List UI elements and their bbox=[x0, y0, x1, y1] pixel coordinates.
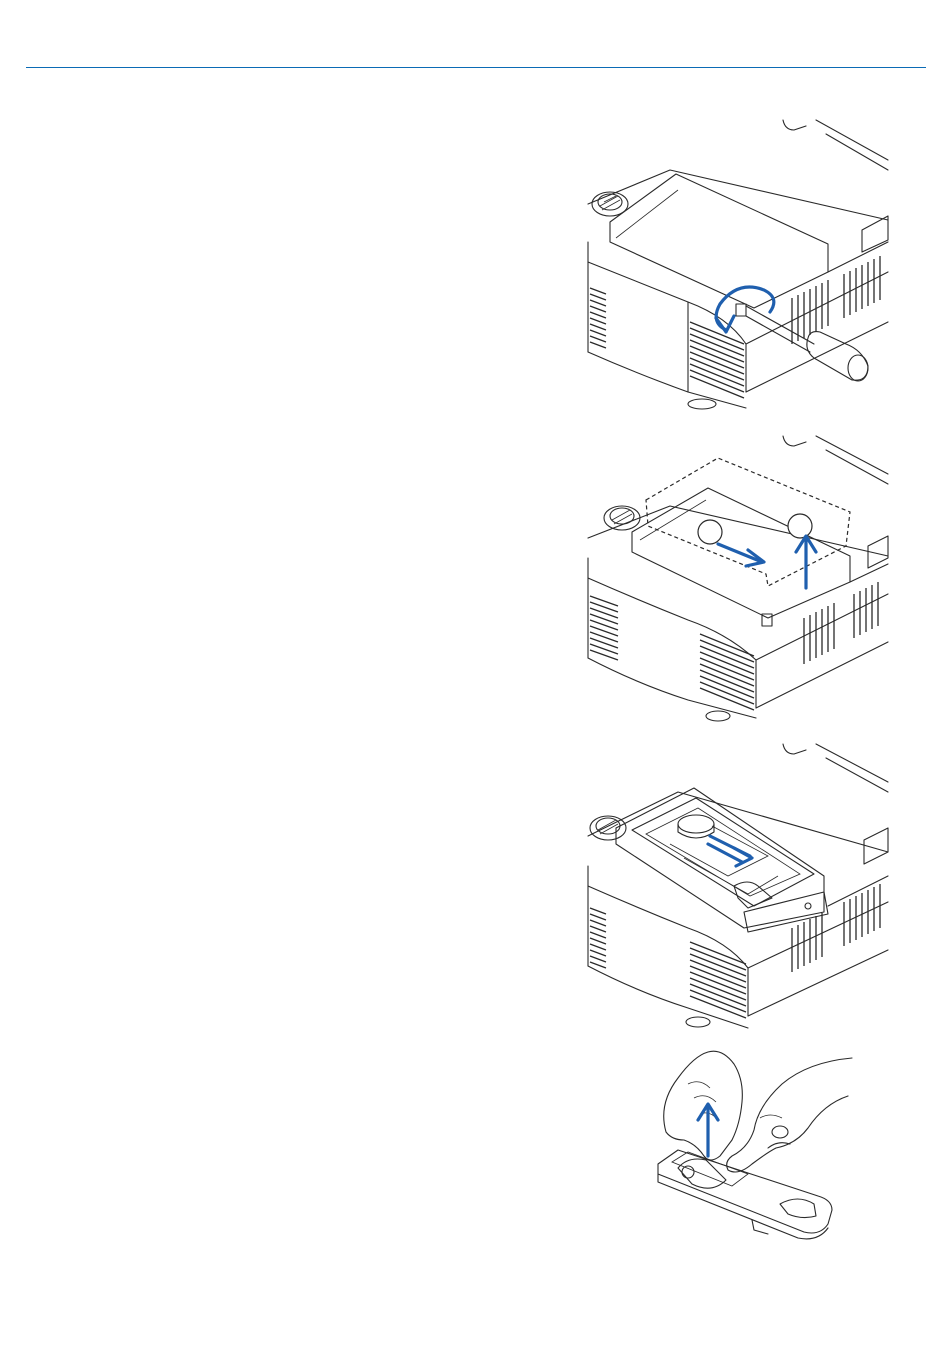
callout-circle-2 bbox=[788, 514, 812, 538]
figure-slide-lift-cover bbox=[578, 428, 898, 728]
figure-lamp-compartment bbox=[578, 736, 898, 1034]
figure-peel-sheet bbox=[648, 1044, 858, 1248]
figure-remove-screw bbox=[578, 112, 898, 414]
header-rule bbox=[26, 67, 926, 68]
callout-circle-1 bbox=[698, 520, 722, 544]
